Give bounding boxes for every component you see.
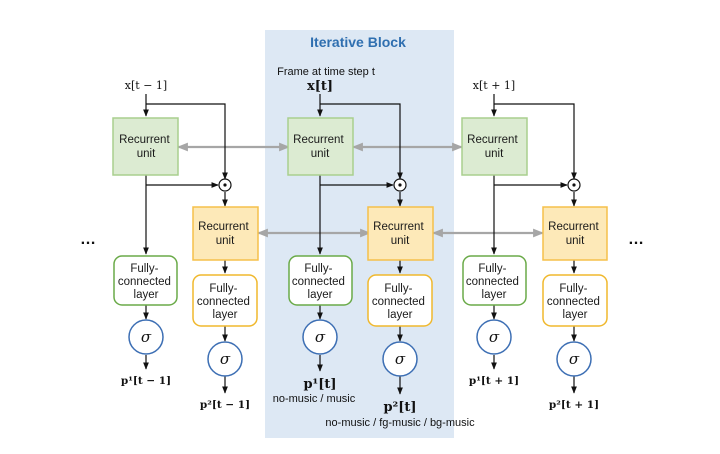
output-2-label: p²[t + 1] xyxy=(549,399,599,411)
fc2-label: connected xyxy=(547,296,600,308)
recurrent-unit-1 xyxy=(112,117,179,176)
recurrent-connections xyxy=(176,142,545,238)
svg-text:Recurrent unit: Recurrent unit xyxy=(293,134,347,160)
output-2-label: p²[t − 1] xyxy=(200,399,250,411)
fc1-label: layer xyxy=(308,289,333,301)
frame-label: Frame at time step t xyxy=(277,66,375,78)
recurrent-unit-2-label: unit xyxy=(216,235,235,247)
recurrent-unit-2-label: Recurrent xyxy=(373,221,424,233)
svg-text:Recurrent unit: Recurrent unit xyxy=(548,221,602,247)
sigmoid-2-icon xyxy=(556,341,592,377)
fc1-label: connected xyxy=(466,276,519,288)
fc1-label: Fully- xyxy=(478,263,506,275)
output-2-classes: no-music / fg-music / bg-music xyxy=(325,417,475,429)
fc2-label: layer xyxy=(563,309,588,321)
recurrent-unit-2-label: Recurrent xyxy=(198,221,249,233)
fc2-label: connected xyxy=(372,296,425,308)
unit-t-plus-1: x[t + 1] Recurrent unit Recurrent unit F… xyxy=(461,79,608,411)
input-label: x[t − 1] xyxy=(125,79,167,92)
svg-text:Recurrent unit: Recurrent unit xyxy=(467,134,521,160)
recurrent-unit-1-label: unit xyxy=(311,148,330,160)
svg-text:Recurrent unit: Recurrent unit xyxy=(373,221,427,247)
ellipsis-right: … xyxy=(628,231,644,248)
sigmoid-2-symbol: σ xyxy=(569,350,580,368)
sigmoid-1-icon xyxy=(302,319,338,355)
recurrent-unit-2 xyxy=(367,206,434,261)
recurrent-unit-1-label: unit xyxy=(485,148,504,160)
sigmoid-1-icon xyxy=(476,319,512,355)
recurrent-unit-2-label: Recurrent xyxy=(548,221,599,233)
fc2-label: connected xyxy=(197,296,250,308)
sigmoid-1-icon xyxy=(128,319,164,355)
fc2-label: Fully- xyxy=(384,283,412,295)
fully-connected-1 xyxy=(462,255,527,306)
fc1-label: layer xyxy=(134,289,159,301)
svg-text:Fully- connected l: Fully- connected layer xyxy=(197,283,253,321)
recurrent-unit-2 xyxy=(192,206,259,261)
fc1-label: Fully- xyxy=(304,263,332,275)
fc1-label: connected xyxy=(118,276,171,288)
recurrent-unit-2-label: unit xyxy=(566,235,585,247)
sigmoid-1-symbol: σ xyxy=(315,328,326,346)
output-1-label: p¹[t + 1] xyxy=(469,375,519,387)
recurrent-unit-1-label: Recurrent xyxy=(119,134,170,146)
recurrent-unit-1 xyxy=(461,117,528,176)
recurrent-unit-2 xyxy=(542,206,608,261)
fully-connected-2 xyxy=(367,274,433,327)
input-label: x[t] xyxy=(307,79,333,94)
output-1-classes: no-music / music xyxy=(273,393,356,405)
fully-connected-1 xyxy=(288,255,353,306)
unit-t-minus-1: x[t − 1] Recurrent unit Recurrent unit F… xyxy=(112,79,259,411)
sigmoid-1-symbol: σ xyxy=(141,328,152,346)
fc1-label: Fully- xyxy=(130,263,158,275)
output-1-label: p¹[t − 1] xyxy=(121,375,171,387)
recurrent-unit-1 xyxy=(287,117,354,176)
sigmoid-2-icon xyxy=(382,341,418,377)
recurrent-unit-1-label: unit xyxy=(137,148,156,160)
fc1-label: connected xyxy=(292,276,345,288)
ellipsis-left: … xyxy=(80,231,96,248)
fully-connected-1 xyxy=(113,255,178,306)
output-1-label: p¹[t] xyxy=(303,377,336,392)
sigmoid-2-symbol: σ xyxy=(395,350,406,368)
unit-t: x[t] Recurrent unit Recurrent unit Fully… xyxy=(273,79,475,429)
sigmoid-2-symbol: σ xyxy=(220,350,231,368)
fc2-label: Fully- xyxy=(209,283,237,295)
recurrent-unit-2-label: unit xyxy=(391,235,410,247)
input-label: x[t + 1] xyxy=(473,79,515,92)
svg-text:Recurrent unit: Recurrent unit xyxy=(198,221,252,247)
sigmoid-1-symbol: σ xyxy=(489,328,500,346)
fc2-label: Fully- xyxy=(559,283,587,295)
recurrent-unit-1-label: Recurrent xyxy=(293,134,344,146)
fc1-label: layer xyxy=(482,289,507,301)
svg-text:Fully- connected l: Fully- connected layer xyxy=(466,263,522,301)
fc2-label: layer xyxy=(388,309,413,321)
iterative-block-title: Iterative Block xyxy=(310,34,406,50)
output-2-label: p²[t] xyxy=(383,400,416,415)
svg-text:Fully- connected l: Fully- connected layer xyxy=(547,283,603,321)
fc2-label: layer xyxy=(213,309,238,321)
recurrent-unit-1-label: Recurrent xyxy=(467,134,518,146)
fully-connected-2 xyxy=(542,274,608,327)
svg-text:Fully- connected l: Fully- connected layer xyxy=(372,283,428,321)
svg-text:Recurrent unit: Recurrent unit xyxy=(119,134,173,160)
svg-text:Fully- connected l: Fully- connected layer xyxy=(118,263,174,301)
fully-connected-2 xyxy=(192,274,258,327)
sigmoid-2-icon xyxy=(207,341,243,377)
svg-text:Fully- connected l: Fully- connected layer xyxy=(292,263,348,301)
